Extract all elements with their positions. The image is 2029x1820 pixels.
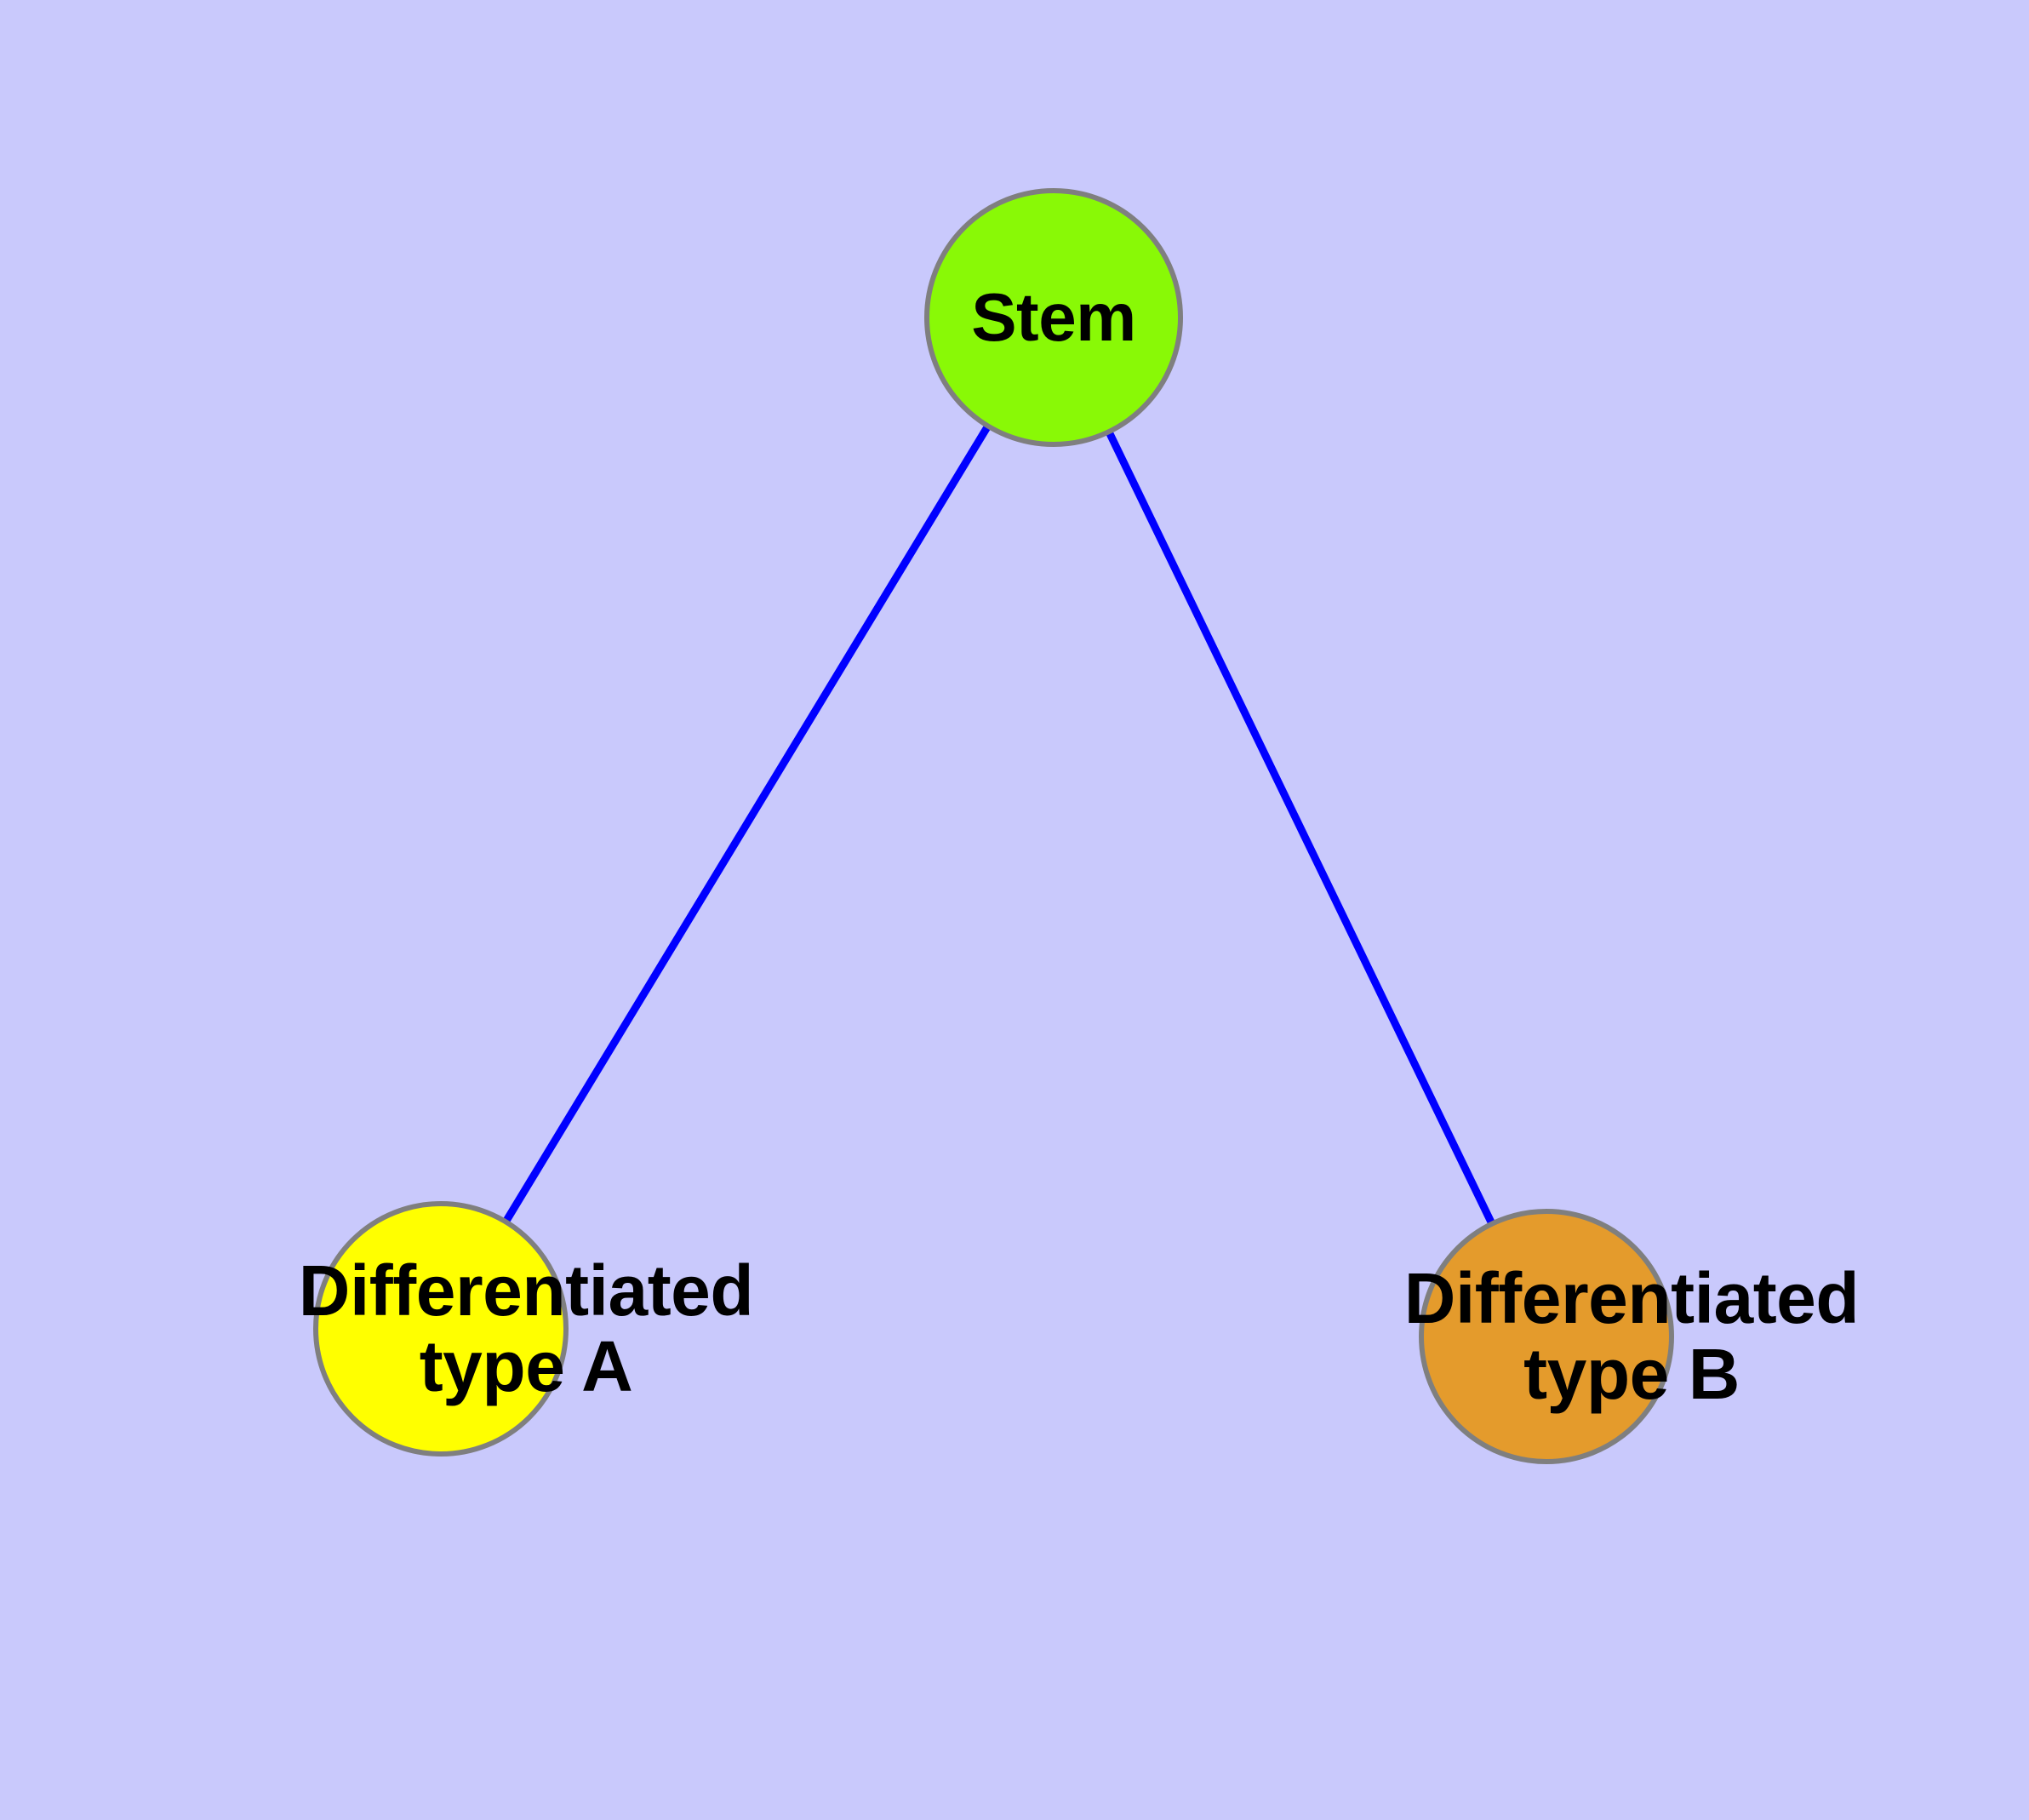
node-type-a[interactable] xyxy=(313,1201,569,1457)
node-type-a-circle[interactable] xyxy=(313,1201,569,1457)
node-type-b-circle[interactable] xyxy=(1419,1209,1674,1464)
node-type-b[interactable] xyxy=(1419,1209,1674,1464)
node-stem-circle[interactable] xyxy=(924,188,1183,447)
edge-stem-to-type-b[interactable] xyxy=(1104,428,1496,1228)
edge-stem-to-type-a[interactable] xyxy=(501,422,992,1226)
node-stem[interactable] xyxy=(924,188,1183,447)
